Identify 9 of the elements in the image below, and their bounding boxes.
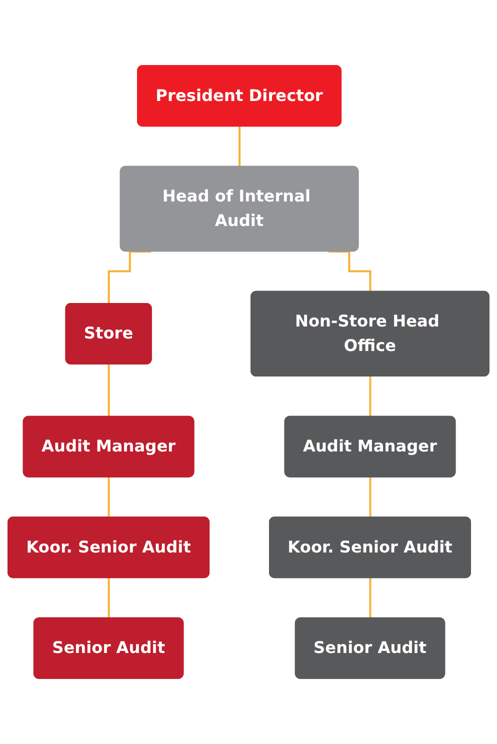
connector bbox=[369, 577, 372, 620]
connector bbox=[108, 476, 110, 519]
connector bbox=[328, 250, 372, 293]
connector bbox=[108, 250, 152, 305]
connector bbox=[369, 376, 372, 418]
connector bbox=[108, 363, 110, 418]
connector bbox=[369, 476, 372, 519]
connector bbox=[238, 126, 241, 168]
connector bbox=[108, 577, 110, 620]
